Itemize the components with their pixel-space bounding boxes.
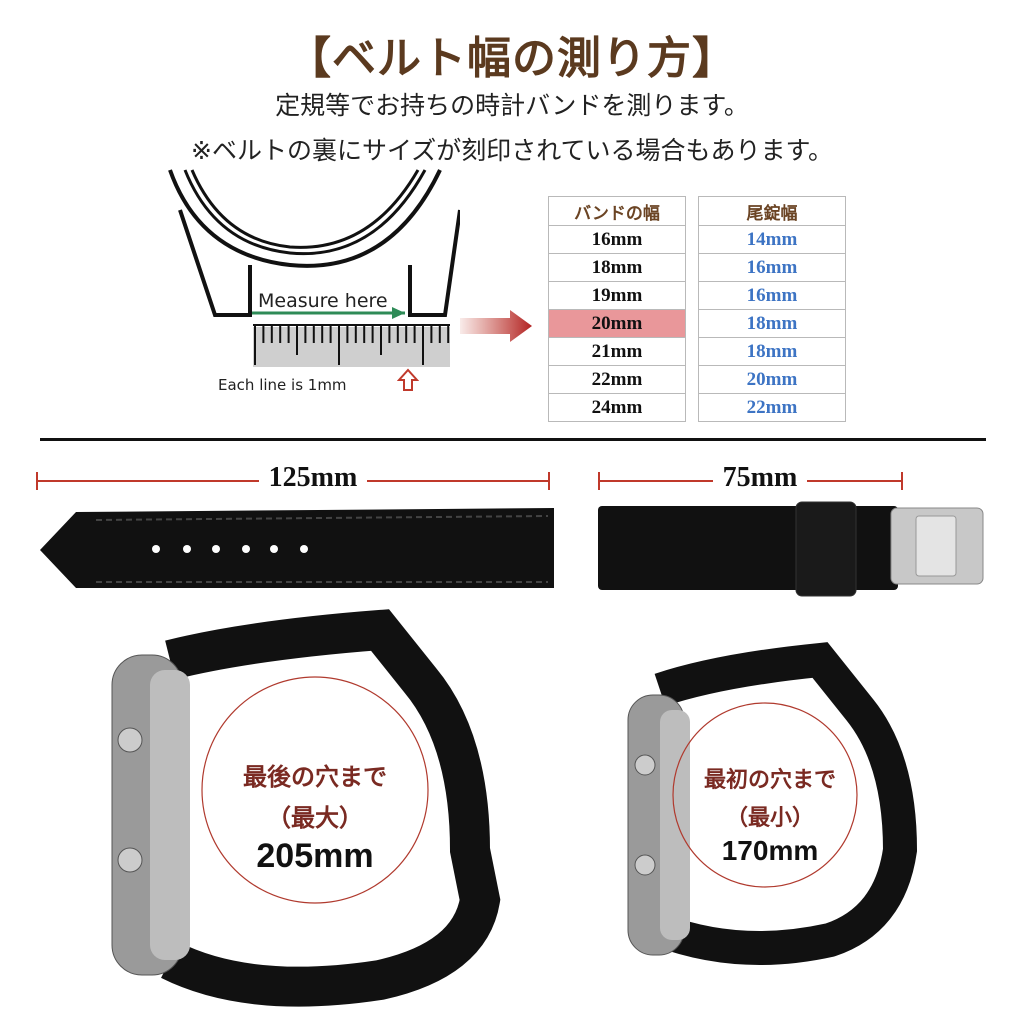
band-width-cell: 18mm [548,253,686,282]
long-strap [40,508,554,588]
band-width-cell: 21mm [548,337,686,366]
band-width-cell: 22mm [548,365,686,394]
long-strap-length: 125mm [258,462,368,493]
buckle-width-header: 尾錠幅 [698,196,846,226]
instruction-line-1: 定規等でお持ちの時計バンドを測ります。 [275,91,749,120]
watch-lug-diagram [168,169,460,367]
buckle-width-cell: 16mm [698,253,846,282]
band-width-cell-highlighted: 20mm [548,309,686,338]
min-length-value: 170mm [721,835,819,866]
band-width-cell: 19mm [548,281,686,310]
min-label-line1: 最初の穴まで [703,768,836,793]
buckle-width-cell: 16mm [698,281,846,310]
max-label-line2: （最大） [267,804,363,832]
band-width-cell: 16mm [548,225,686,254]
page-title: 【ベルト幅の測り方】 [287,33,737,84]
min-label-line2: （最小） [725,806,814,831]
max-length-value: 205mm [256,837,374,875]
buckle-width-cell: 14mm [698,225,846,254]
up-arrow-icon [397,368,419,391]
strap-holes [152,545,308,553]
instruction-line-2: ※ベルトの裏にサイズが刻印されている場合もあります。 [191,136,833,165]
buckle-width-cell: 18mm [698,309,846,338]
large-watch [111,609,501,1007]
buckle-width-cell: 20mm [698,365,846,394]
band-width-cell: 24mm [548,393,686,422]
max-label-line1: 最後の穴まで [243,763,387,791]
buckle-width-table: 尾錠幅 14mm 16mm 16mm 18mm 18mm 20mm 22mm [698,196,846,422]
band-width-header: バンドの幅 [548,196,686,226]
measure-here-label: Measure here [258,290,388,312]
short-strap-length: 75mm [712,462,808,493]
strap-images [40,501,984,597]
band-width-table: バンドの幅 16mm 18mm 19mm 20mm 21mm 22mm 24mm [548,196,686,422]
ruler-label: Each line is 1mm [218,376,347,394]
buckle-width-cell: 22mm [698,393,846,422]
section-divider [40,438,986,441]
buckle-width-cell: 18mm [698,337,846,366]
wrist-illustrations [111,609,918,1007]
right-arrow-icon [460,310,532,342]
small-watch [627,642,918,965]
